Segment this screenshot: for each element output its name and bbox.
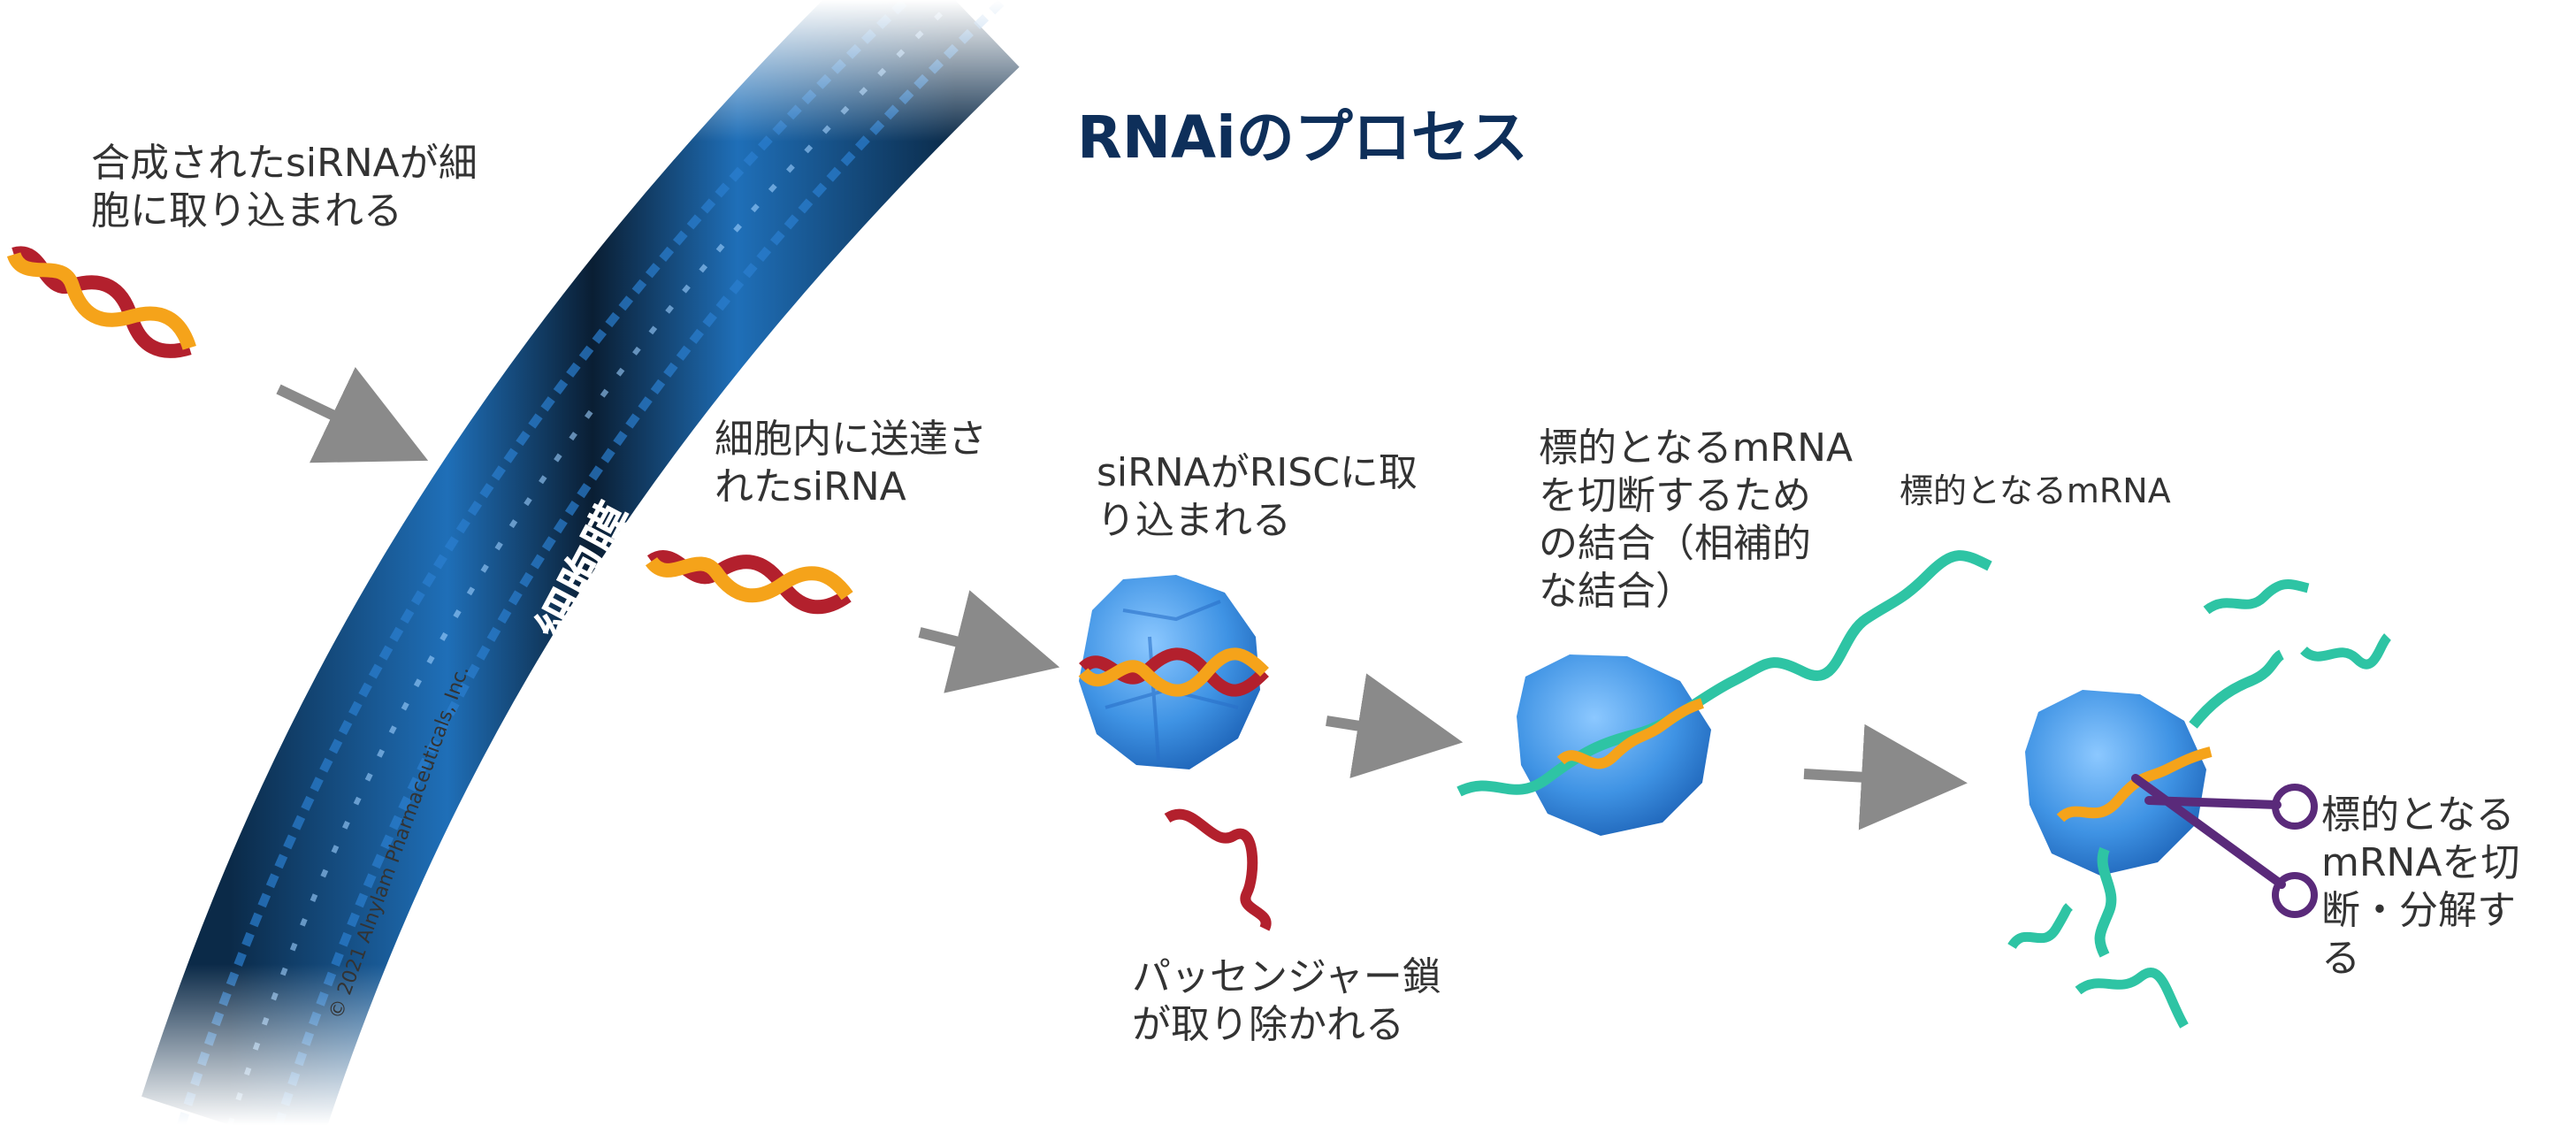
step-uptake-label: 合成されたsiRNAが細 胞に取り込まれる [91, 140, 478, 235]
diagram-title: RNAiのプロセス [1077, 90, 1528, 175]
sirna-duplex-delivered [648, 545, 850, 612]
risc-complex-loaded [1079, 575, 1265, 769]
sirna-duplex-outside [6, 240, 197, 363]
step-binding-label: 標的となるmRNA を切断するため の結合（相補的 な結合） [1539, 425, 1853, 616]
step-risc-loading-label: siRNAがRISCに取 り込まれる [1097, 449, 1418, 545]
target-mrna-label: 標的となるmRNA [1900, 471, 2171, 511]
step-delivered-label: 細胞内に送達さ れたsiRNA [715, 416, 987, 511]
passenger-strand [1167, 815, 1266, 929]
step-cleavage-label: 標的となる mRNAを切 断・分解す る [2321, 792, 2519, 983]
arrow-3 [1326, 721, 1410, 734]
arrow-4 [1804, 774, 1915, 780]
step-passenger-removal-label: パッセンジャー鎖 が取り除かれる [1132, 953, 1441, 1049]
arrow-2 [920, 632, 1008, 654]
arrow-1 [279, 389, 380, 438]
